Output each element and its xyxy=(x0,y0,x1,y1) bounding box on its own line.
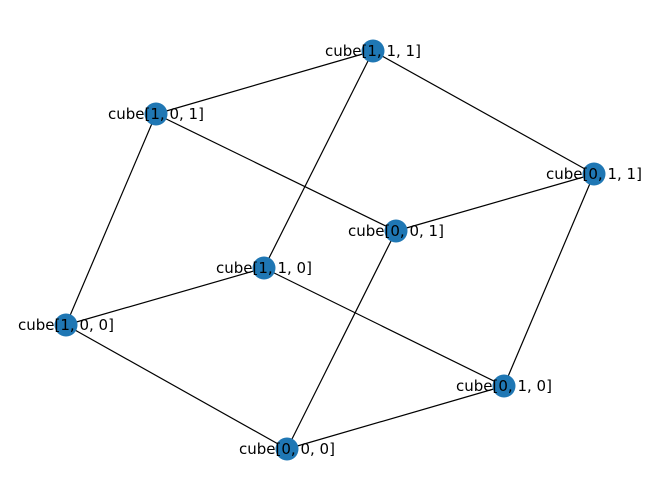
node-label-011: cube[0, 1, 1] xyxy=(546,165,642,183)
edge-001-000 xyxy=(286,230,397,450)
node-label-111: cube[1, 1, 1] xyxy=(325,42,421,60)
node-label-101: cube[1, 0, 1] xyxy=(108,105,204,123)
node-011 xyxy=(582,162,606,186)
node-label-000: cube[0, 0, 0] xyxy=(239,440,335,458)
node-label-100: cube[1, 0, 0] xyxy=(18,316,114,334)
node-001 xyxy=(384,219,408,243)
edge-111-110 xyxy=(263,50,374,269)
node-010 xyxy=(492,374,516,398)
node-111 xyxy=(361,39,385,63)
edge-100-000 xyxy=(65,324,288,450)
node-110 xyxy=(252,256,276,280)
edge-110-010 xyxy=(263,267,505,387)
node-label-010: cube[0, 1, 0] xyxy=(456,377,552,395)
edge-111-011 xyxy=(372,50,595,175)
labels-layer: cube[1, 1, 1] cube[1, 0, 1] cube[0, 1, 1] c… xyxy=(18,42,642,458)
edge-011-010 xyxy=(503,173,595,387)
edge-010-000 xyxy=(286,385,505,450)
edge-101-001 xyxy=(155,113,397,232)
node-label-001: cube[0, 0, 1] xyxy=(348,222,444,240)
edge-011-001 xyxy=(395,173,595,232)
node-000 xyxy=(275,437,299,461)
nodes-layer xyxy=(54,39,606,461)
node-101 xyxy=(144,102,168,126)
edge-101-100 xyxy=(65,113,157,326)
node-label-110: cube[1, 1, 0] xyxy=(216,259,312,277)
node-100 xyxy=(54,313,78,337)
edges-layer xyxy=(65,50,595,450)
edge-111-101 xyxy=(155,50,374,115)
edge-110-100 xyxy=(65,267,265,326)
